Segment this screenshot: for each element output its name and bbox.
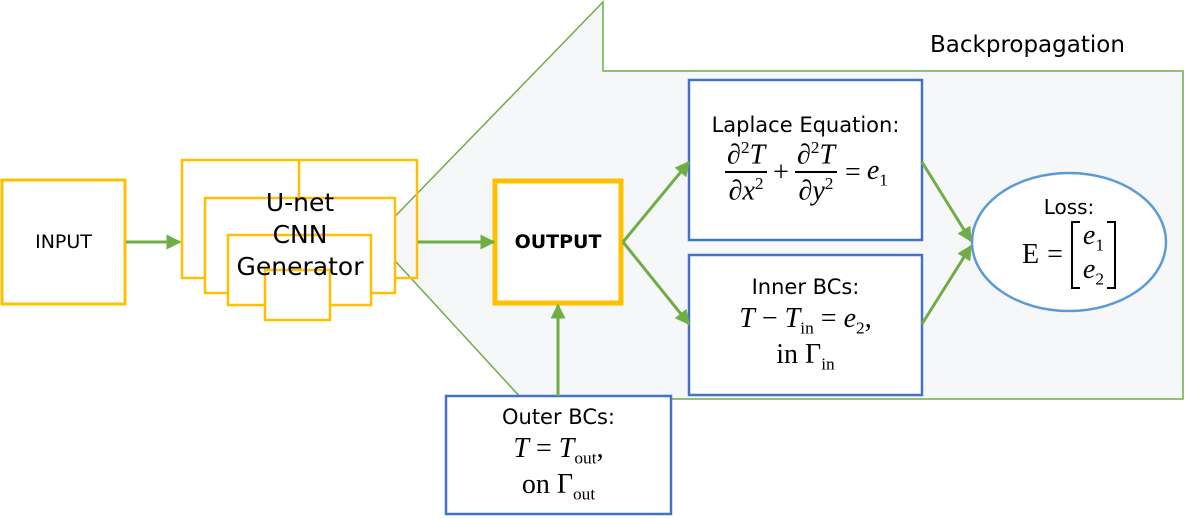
unet-label-line-3: Generator — [236, 252, 364, 281]
arrow-inner-to-loss — [920, 244, 973, 325]
laplace-box — [687, 78, 924, 242]
unet-label-line-2: CNN — [272, 220, 328, 249]
inner-bcs-equation: T − Tin = e2, — [739, 303, 872, 339]
laplace-content: Laplace Equation: ∂2T ∂x2 + ∂2T ∂y2 = e1 — [689, 80, 922, 240]
loss-content: Loss: E = e1 e2 — [975, 178, 1163, 306]
laplace-title: Laplace Equation: — [711, 113, 900, 138]
outer-bcs-equation: T = Tout, — [513, 433, 604, 469]
arrows — [126, 160, 973, 396]
arrow-laplace-to-loss — [920, 161, 973, 243]
backpropagation-label: Backpropagation — [930, 32, 1125, 58]
inner-bcs-box — [687, 253, 924, 397]
outer-bcs-title: Outer BCs: — [501, 405, 616, 430]
outer-bcs-box — [444, 394, 673, 516]
unet-label-line-1: U-net — [265, 188, 335, 217]
unet-layer-4 — [263, 268, 332, 322]
outer-bcs-domain: on Γout — [521, 469, 596, 504]
fraction-d2T-dy2: ∂2T ∂y2 — [794, 138, 838, 207]
loss-ellipse — [970, 171, 1168, 313]
inner-bcs-domain: in Γin — [776, 339, 835, 374]
arrow-output-to-inner — [621, 241, 691, 326]
loss-vector: e1 e2 — [1070, 221, 1117, 289]
input-box — [0, 178, 127, 306]
loss-equation: E = e1 e2 — [1022, 221, 1117, 289]
laplace-equation: ∂2T ∂x2 + ∂2T ∂y2 = e1 — [725, 138, 888, 207]
outer-bcs-content: Outer BCs: T = Tout, on Γout — [446, 400, 671, 510]
input-label: INPUT — [35, 231, 92, 253]
output-label: OUTPUT — [514, 231, 602, 253]
loss-title: Loss: — [1043, 195, 1095, 220]
unet-label: U-net CNN Generator — [220, 180, 380, 290]
inner-bcs-title: Inner BCs: — [751, 275, 860, 300]
unet-layer-stack — [180, 158, 419, 322]
inner-bcs-content: Inner BCs: T − Tin = e2, in Γin — [689, 262, 922, 388]
output-box — [492, 178, 624, 306]
fraction-d2T-dx2: ∂2T ∂x2 — [725, 138, 768, 207]
arrow-output-to-laplace — [621, 160, 691, 243]
